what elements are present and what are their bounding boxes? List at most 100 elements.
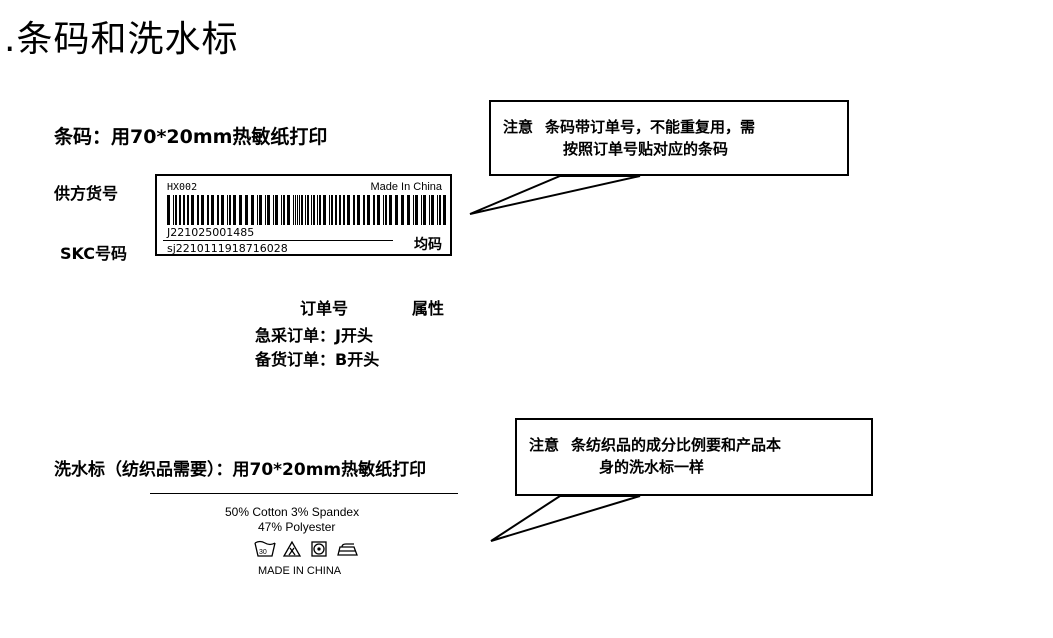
made-in-china-text: MADE IN CHINA: [258, 565, 342, 577]
barcode-bar: [439, 195, 441, 225]
order-no-label: 订单号: [300, 299, 349, 318]
barcode-bar: [239, 195, 242, 225]
barcode-bar: [347, 195, 350, 225]
barcode-bar: [187, 195, 189, 225]
barcode-bar: [339, 195, 341, 225]
barcode-bar: [389, 195, 392, 225]
barcode-bar: [191, 195, 194, 225]
label-origin: Made In China: [370, 181, 442, 193]
barcode-bar: [331, 195, 333, 225]
barcode-bar: [437, 195, 438, 225]
wash-label-top-line: [150, 493, 458, 494]
page-title: .条码和洗水标: [4, 19, 239, 60]
barcode-heading: 条码：用70*20mm热敏纸打印: [54, 126, 328, 148]
barcode-bar: [211, 195, 214, 225]
barcode-bar: [357, 195, 360, 225]
supplier-code-label: 供方货号: [54, 184, 119, 203]
barcode-bar: [431, 195, 434, 225]
barcode-bar: [175, 195, 177, 225]
barcode-bar: [385, 195, 387, 225]
barcode-bar: [179, 195, 181, 225]
barcode-bar: [307, 195, 309, 225]
barcode-bar: [299, 195, 300, 225]
barcode-bar: [415, 195, 418, 225]
attribute-label: 属性: [412, 299, 445, 318]
barcode-bar: [207, 195, 209, 225]
barcode-bar: [217, 195, 219, 225]
barcode-bar: [335, 195, 337, 225]
tumble-dry-icon: [311, 541, 327, 557]
barcode-note-callout: 注意条码带订单号，不能重复用，需 按照订单号贴对应的条码: [489, 100, 849, 176]
barcode-bar: [383, 195, 384, 225]
barcode-bar: [317, 195, 318, 225]
barcode-bar: [167, 195, 170, 225]
barcode-bar: [421, 195, 422, 225]
care-icons: 30: [254, 540, 358, 557]
label-supplier-code: HX002: [167, 182, 198, 193]
barcode-bar: [275, 195, 278, 225]
wash-30-icon: 30: [254, 540, 276, 557]
wash-note-callout: 注意条纺织品的成分比例要和产品本 身的洗水标一样: [515, 418, 873, 496]
composition-line-2: 47% Polyester: [258, 520, 336, 534]
barcode-bar: [373, 195, 375, 225]
label-size: 均码: [414, 237, 442, 253]
urgent-order-note: 急采订单：J开头: [255, 326, 373, 345]
barcode-bar: [173, 195, 174, 225]
barcode-bar: [265, 195, 266, 225]
callout-line2: 按照订单号贴对应的条码: [563, 140, 729, 158]
barcode-bar: [183, 195, 185, 225]
wash-label-heading: 洗水标（纺织品需要）：用70*20mm热敏纸打印: [54, 460, 427, 480]
callout-prefix: 注意: [503, 118, 534, 136]
barcode-bar: [251, 195, 254, 225]
barcode-bar: [329, 195, 330, 225]
barcode-bar: [429, 195, 430, 225]
barcode-bar: [293, 195, 294, 225]
callout-line2: 身的洗水标一样: [599, 458, 705, 476]
barcode-bar: [273, 195, 274, 225]
bleach-triangle-icon: [282, 540, 302, 557]
barcode-bar: [301, 195, 303, 225]
barcode-bar: [311, 195, 312, 225]
barcode-bar: [343, 195, 345, 225]
composition-line-1: 50% Cotton 3% Spandex: [225, 505, 360, 519]
barcode-bar: [287, 195, 290, 225]
callout-prefix: 注意: [529, 436, 560, 454]
label-skc-code: sj2210111918716028: [167, 242, 288, 255]
barcode-bar: [229, 195, 231, 225]
barcode-bar: [443, 195, 446, 225]
barcode-bar: [295, 195, 296, 225]
barcode-bar: [407, 195, 410, 225]
barcode-bar: [377, 195, 380, 225]
barcode-bar: [367, 195, 370, 225]
barcode-label-sample: HX002 Made In China J221025001485 sj2210…: [155, 174, 452, 256]
barcode-bar: [233, 195, 236, 225]
label-divider: [163, 240, 393, 241]
barcode-bar: [257, 195, 258, 225]
barcode-bar: [297, 195, 298, 225]
callout-line1: 条纺织品的成分比例要和产品本: [571, 436, 782, 454]
svg-text:30: 30: [259, 549, 267, 556]
barcode-bars: [167, 195, 446, 225]
barcode-bar: [259, 195, 262, 225]
barcode-bar: [283, 195, 285, 225]
callout-tail-2: [490, 495, 641, 542]
barcode-bar: [197, 195, 199, 225]
barcode-bar: [319, 195, 321, 225]
barcode-bar: [305, 195, 306, 225]
label-order-code: J221025001485: [167, 226, 255, 239]
barcode-bar: [423, 195, 426, 225]
barcode-bar: [395, 195, 398, 225]
barcode-bar: [413, 195, 414, 225]
skc-code-label: SKC号码: [60, 244, 127, 263]
barcode-bar: [323, 195, 326, 225]
barcode-bar: [313, 195, 315, 225]
barcode-bar: [281, 195, 282, 225]
barcode-bar: [201, 195, 204, 225]
barcode-bar: [363, 195, 365, 225]
barcode-bar: [401, 195, 404, 225]
barcode-bar: [221, 195, 224, 225]
callout-tail-1: [469, 175, 641, 215]
barcode-bar: [267, 195, 270, 225]
barcode-bar: [245, 195, 248, 225]
